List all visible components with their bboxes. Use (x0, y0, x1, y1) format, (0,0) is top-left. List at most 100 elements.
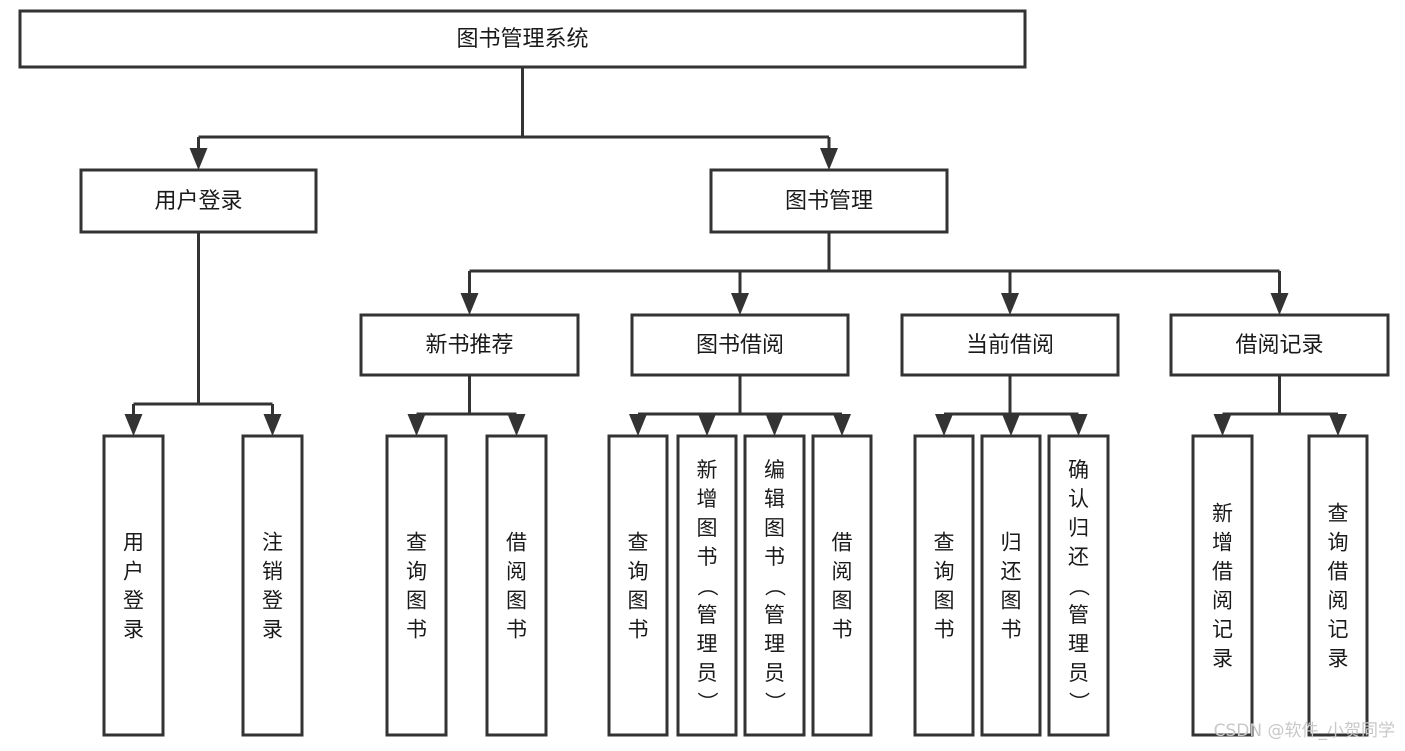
svg-text:归: 归 (1068, 516, 1089, 540)
node-label: 图书管理系统 (456, 27, 588, 52)
node-box (709, 168, 949, 234)
svg-text:用: 用 (123, 531, 144, 555)
svg-text:借: 借 (506, 531, 527, 555)
svg-text:管: 管 (697, 603, 718, 627)
svg-text:询: 询 (628, 560, 649, 584)
arrow-head-icon (765, 414, 784, 436)
svg-text:图: 图 (697, 516, 718, 540)
connector-layer (124, 67, 1347, 436)
svg-text:录: 录 (1328, 647, 1349, 671)
arrow-head-icon (1213, 414, 1232, 436)
arrow-head-icon (820, 148, 838, 170)
node-box (359, 313, 580, 377)
svg-text:录: 录 (123, 618, 144, 642)
svg-text:书: 书 (506, 618, 527, 642)
node-root-图书管理系统[interactable]: 图书管理系统 (18, 9, 1027, 69)
svg-text:书: 书 (697, 545, 718, 569)
node-box (385, 434, 448, 737)
svg-text:借: 借 (1212, 560, 1233, 584)
node-label-vertical: 用户登录 (123, 531, 144, 642)
svg-text:图: 图 (832, 589, 853, 613)
arrow-head-icon (833, 414, 851, 436)
node-box (743, 434, 806, 737)
arrow-head-icon (189, 148, 208, 170)
svg-text:图: 图 (406, 589, 427, 613)
arrow-head-icon (124, 414, 143, 436)
svg-text:阅: 阅 (506, 560, 527, 584)
node-l2-用户登录[interactable]: 用户登录 (79, 168, 318, 234)
svg-text:录: 录 (262, 618, 283, 642)
node-l3-新书推荐[interactable]: 新书推荐 (359, 313, 580, 377)
svg-text:图: 图 (628, 589, 649, 613)
svg-text:）: ） (1067, 692, 1091, 713)
node-l3-借阅记录[interactable]: 借阅记录 (1169, 313, 1390, 377)
svg-text:查: 查 (934, 531, 955, 555)
node-label: 借阅记录 (1235, 333, 1323, 358)
node-label: 当前借阅 (966, 333, 1054, 358)
node-layer: 图书管理系统用户登录图书管理新书推荐图书借阅当前借阅借阅记录用户登录注销登录查询… (18, 9, 1390, 737)
svg-text:员: 员 (764, 661, 785, 685)
node-box (485, 434, 548, 737)
svg-text:注: 注 (262, 531, 283, 555)
node-l2-图书管理[interactable]: 图书管理 (709, 168, 949, 234)
svg-text:图: 图 (506, 589, 527, 613)
arrow-head-icon (460, 293, 479, 315)
svg-text:阅: 阅 (1328, 589, 1349, 613)
svg-text:登: 登 (123, 589, 144, 613)
svg-text:辑: 辑 (764, 487, 785, 511)
node-box (1307, 434, 1369, 737)
svg-text:）: ） (695, 692, 719, 713)
arrow-head-icon (1001, 293, 1019, 315)
arrow-head-icon (263, 414, 282, 436)
node-box (1047, 434, 1110, 737)
arrow-head-icon (1069, 414, 1088, 436)
node-box (607, 434, 669, 737)
svg-text:（: （ (1067, 576, 1091, 597)
svg-text:书: 书 (1001, 618, 1022, 642)
svg-text:确: 确 (1068, 458, 1089, 482)
node-leaf-用户登录[interactable]: 用户登录 (102, 434, 165, 737)
svg-text:记: 记 (1212, 618, 1233, 642)
svg-text:书: 书 (406, 618, 427, 642)
svg-text:图: 图 (764, 516, 785, 540)
arrow-head-icon (1002, 414, 1020, 436)
svg-text:阅: 阅 (832, 560, 853, 584)
node-box (1191, 434, 1254, 737)
svg-text:归: 归 (1001, 531, 1022, 555)
node-box (900, 313, 1120, 377)
svg-text:（: （ (763, 576, 787, 597)
svg-text:借: 借 (1328, 560, 1349, 584)
arrow-head-icon (507, 414, 526, 436)
node-l3-图书借阅[interactable]: 图书借阅 (630, 313, 850, 377)
svg-text:登: 登 (262, 589, 283, 613)
svg-text:员: 员 (1068, 661, 1089, 685)
node-label: 用户登录 (154, 189, 242, 214)
svg-text:（: （ (695, 576, 719, 597)
svg-text:还: 还 (1068, 545, 1089, 569)
svg-text:记: 记 (1328, 618, 1349, 642)
node-box (980, 434, 1042, 737)
svg-text:认: 认 (1068, 487, 1089, 511)
node-l3-当前借阅[interactable]: 当前借阅 (900, 313, 1120, 377)
svg-text:户: 户 (123, 560, 144, 584)
